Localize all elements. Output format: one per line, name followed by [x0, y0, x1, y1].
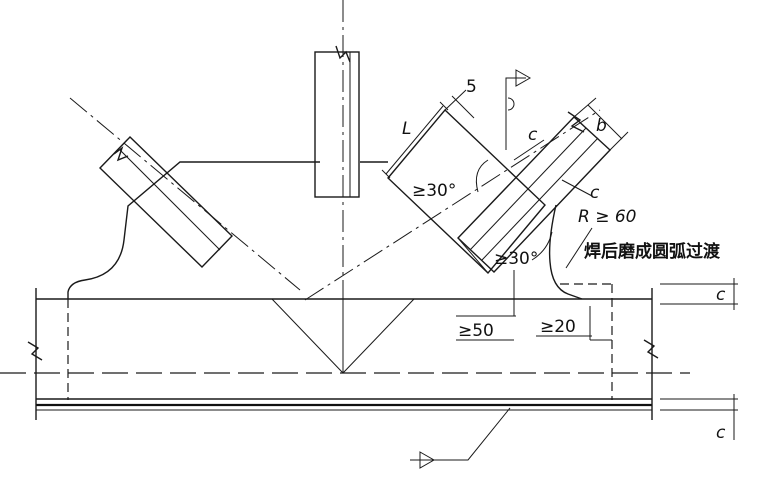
- label-gap-c-bottom: c: [716, 423, 726, 443]
- gusset-left-outline: [67, 161, 320, 299]
- radius-leader: [565, 227, 593, 269]
- weld-note-text: 焊后磨成圆弧过渡: [584, 241, 721, 262]
- label-gap-c-top: c: [528, 125, 538, 145]
- dim-b-ext-2: [609, 131, 629, 151]
- angle-arc-lower: [531, 231, 553, 261]
- weld-arrow-top-icon: [515, 69, 532, 87]
- label-min-20: ≥20: [540, 317, 576, 337]
- gusset-right-arc: [548, 204, 583, 300]
- right-diagonal-inner-2: [481, 137, 599, 261]
- label-min-50: ≥50: [458, 321, 494, 341]
- left-break-mark: [27, 341, 43, 361]
- v-line-left: [271, 298, 344, 374]
- splice-end-line: [457, 237, 489, 274]
- dim-5-ext: [451, 95, 475, 119]
- label-angle-upper: ≥30°: [412, 181, 456, 201]
- vertical-member-body: [314, 51, 360, 198]
- label-angle-lower: ≥30°: [494, 249, 538, 269]
- angle-arc-upper: [475, 159, 489, 193]
- left-diagonal-axis: [69, 97, 301, 291]
- v-line-right: [342, 298, 415, 374]
- right-break-mark: [643, 339, 659, 359]
- dim-b-line: [587, 104, 623, 140]
- gusset-plate: [67, 161, 614, 400]
- weld-leader-bottom: [410, 407, 511, 461]
- right-diagonal-member: [304, 108, 611, 301]
- weld-arrow-bottom-icon: [419, 451, 436, 469]
- label-gap-c-right: c: [716, 285, 726, 305]
- chord-member: [0, 288, 690, 420]
- splice-plate: [387, 108, 546, 275]
- left-diagonal-inner: [119, 149, 221, 251]
- dim-L-tick-1: [381, 169, 391, 179]
- vertical-break-mark: [335, 45, 351, 63]
- label-weld-size: 5: [466, 77, 477, 97]
- right-diagonal-break: [567, 111, 585, 133]
- left-diagonal-break: [113, 146, 129, 162]
- dim-c-top-line: [513, 139, 545, 161]
- label-gap-c-mid: c: [590, 183, 600, 203]
- weld-leader-top: [505, 77, 526, 150]
- dim-b-ext-1: [573, 97, 597, 118]
- dim-L-line: [385, 105, 444, 175]
- left-diagonal-member: [69, 97, 301, 291]
- left-diagonal-body: [99, 136, 233, 268]
- vertical-member: [314, 0, 360, 300]
- dim-c-mid-line: [561, 179, 593, 197]
- label-width: b: [596, 116, 607, 136]
- dimensions: L 5 b c c ≥30° ≥30° R ≥ 60 焊后磨成圆弧过渡: [381, 69, 738, 469]
- weld-symbol-top-icon: [507, 97, 515, 111]
- label-length: L: [402, 119, 411, 139]
- label-radius: R ≥ 60: [578, 207, 637, 227]
